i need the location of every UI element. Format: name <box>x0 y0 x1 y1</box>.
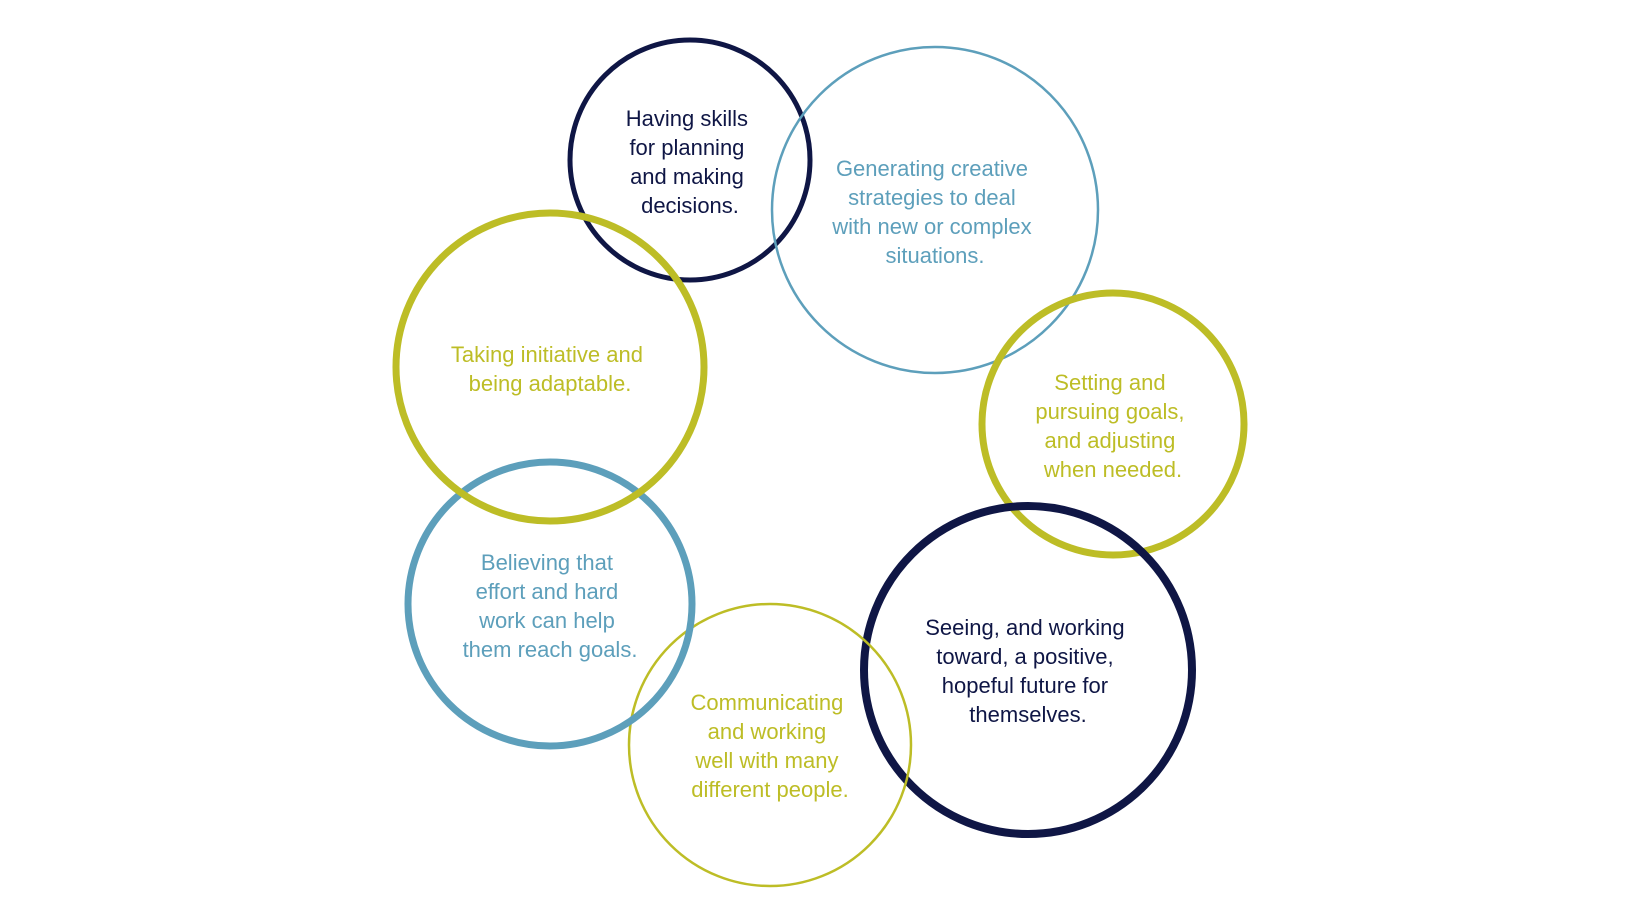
label-future: Seeing, and working toward, a positive, … <box>925 615 1130 727</box>
circle-future <box>860 502 1196 838</box>
circle-creative <box>770 45 1100 375</box>
circle-initiative <box>392 209 708 525</box>
label-planning: Having skills for planning and making de… <box>626 106 754 218</box>
circle-goals <box>978 289 1248 559</box>
circle-planning <box>567 37 813 283</box>
label-creative: Generating creative strategies to deal w… <box>831 156 1037 268</box>
label-goals: Setting and pursuing goals, and adjustin… <box>1035 370 1190 482</box>
label-effort: Believing that effort and hard work can … <box>463 550 638 662</box>
label-communicating: Communicating and working well with many… <box>691 690 850 802</box>
label-initiative: Taking initiative and being adaptable. <box>451 342 649 396</box>
circle-effort <box>404 458 696 750</box>
circle-communicating <box>627 602 913 888</box>
